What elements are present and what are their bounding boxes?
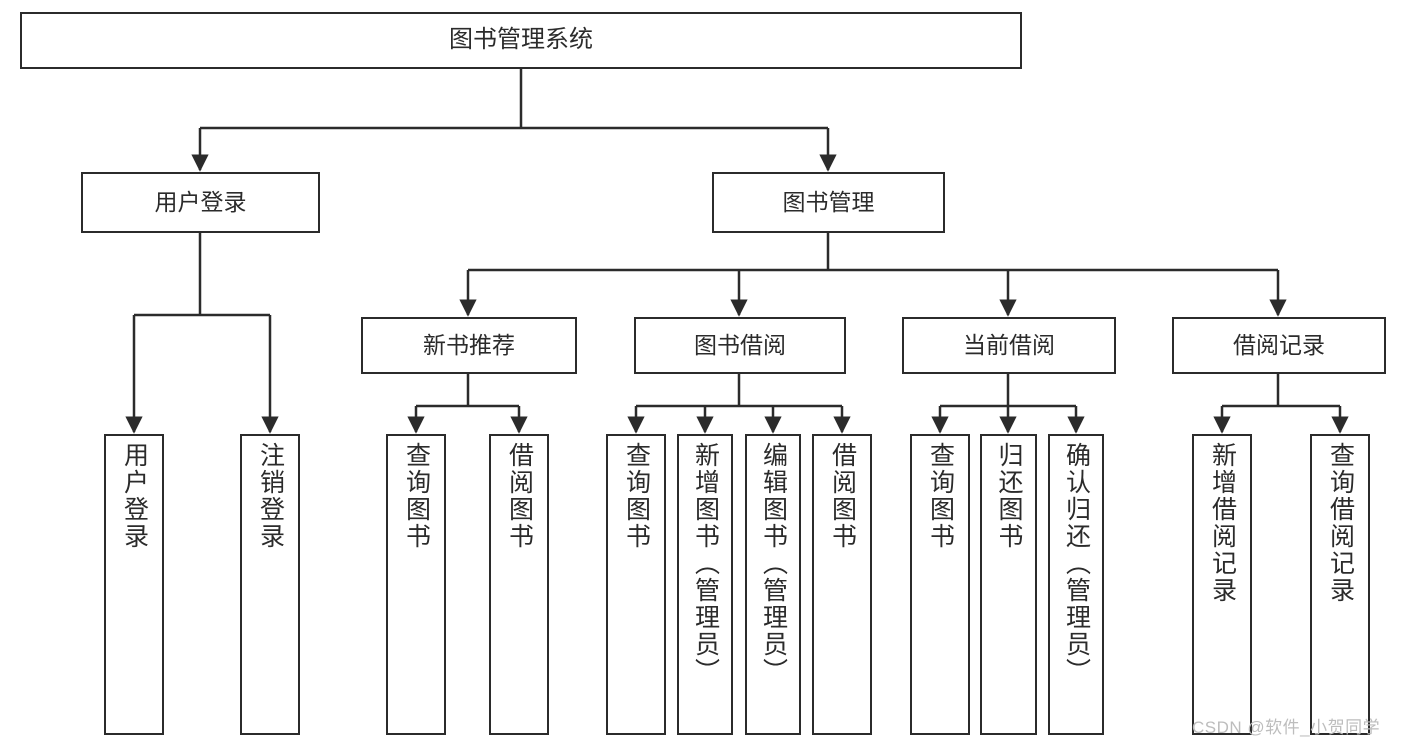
node-borrow-record[interactable]: 借阅记录: [1172, 317, 1386, 374]
leaf-borrow-query-book[interactable]: 查询图书: [606, 434, 666, 735]
node-label: 当前借阅: [963, 331, 1055, 358]
leaf-edit-book-admin[interactable]: 编辑图书（管理员）: [745, 434, 801, 735]
leaf-return-book[interactable]: 归还图书: [980, 434, 1037, 735]
csdn-watermark: CSDN @软件_小贺同学: [1192, 718, 1381, 737]
leaf-current-query-book[interactable]: 查询图书: [910, 434, 970, 735]
node-new-book-recommend[interactable]: 新书推荐: [361, 317, 577, 374]
leaf-borrow-book[interactable]: 借阅图书: [812, 434, 872, 735]
leaf-add-book-admin[interactable]: 新增图书（管理员）: [677, 434, 733, 735]
leaf-recommend-borrow-book[interactable]: 借阅图书: [489, 434, 549, 735]
leaf-query-borrow-record[interactable]: 查询借阅记录: [1310, 434, 1370, 735]
leaf-logout[interactable]: 注销登录: [240, 434, 300, 735]
node-label: 查询借阅记录: [1326, 442, 1355, 604]
leaf-user-login[interactable]: 用户登录: [104, 434, 164, 735]
node-label: 借阅图书: [828, 442, 857, 550]
node-label: 借阅图书: [505, 442, 534, 550]
node-label: 图书管理系统: [449, 26, 593, 54]
node-label: 借阅记录: [1233, 331, 1325, 358]
node-label: 用户登录: [120, 442, 149, 550]
node-label: 图书借阅: [694, 331, 786, 358]
node-label: 用户登录: [154, 188, 247, 215]
node-label: 查询图书: [622, 442, 651, 550]
leaf-recommend-query-book[interactable]: 查询图书: [386, 434, 446, 735]
node-label: 注销登录: [256, 442, 285, 550]
node-label: 新书推荐: [423, 331, 515, 358]
node-book-manage[interactable]: 图书管理: [712, 172, 945, 233]
node-label: 图书管理: [782, 188, 875, 215]
node-current-borrow[interactable]: 当前借阅: [902, 317, 1116, 374]
node-book-borrow[interactable]: 图书借阅: [634, 317, 846, 374]
node-root-system[interactable]: 图书管理系统: [20, 12, 1022, 69]
node-user-login[interactable]: 用户登录: [81, 172, 320, 233]
node-label: 归还图书: [995, 442, 1023, 550]
node-label: 新增借阅记录: [1208, 442, 1237, 604]
leaf-add-borrow-record[interactable]: 新增借阅记录: [1192, 434, 1252, 735]
node-label: 新增图书（管理员）: [691, 442, 720, 685]
node-label: 确认归还（管理员）: [1062, 442, 1091, 685]
leaf-confirm-return-admin[interactable]: 确认归还（管理员）: [1048, 434, 1104, 735]
node-label: 编辑图书（管理员）: [759, 442, 788, 685]
node-label: 查询图书: [402, 442, 431, 550]
node-label: 查询图书: [926, 442, 955, 550]
